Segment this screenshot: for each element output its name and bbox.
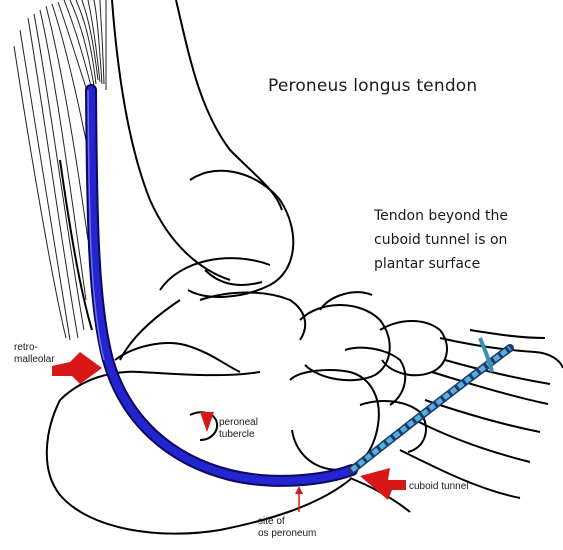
peroneal-tubercle-label: peroneal tubercle — [219, 417, 258, 441]
cuboid-tunnel-label: cuboid tunnel — [409, 481, 469, 493]
retro-malleolar-label: retro- malleolar — [14, 342, 55, 366]
cuboid-tunnel-arrow — [360, 468, 406, 500]
midfoot-bones — [200, 292, 447, 470]
os-peroneum-label: site of os peroneum — [258, 516, 316, 540]
tubercle-arrow — [200, 412, 214, 432]
plantar-note: Tendon beyond the cuboid tunnel is on pl… — [374, 204, 549, 276]
calcaneus-bone — [47, 300, 352, 534]
diagram-title: Peroneus longus tendon — [268, 76, 477, 96]
